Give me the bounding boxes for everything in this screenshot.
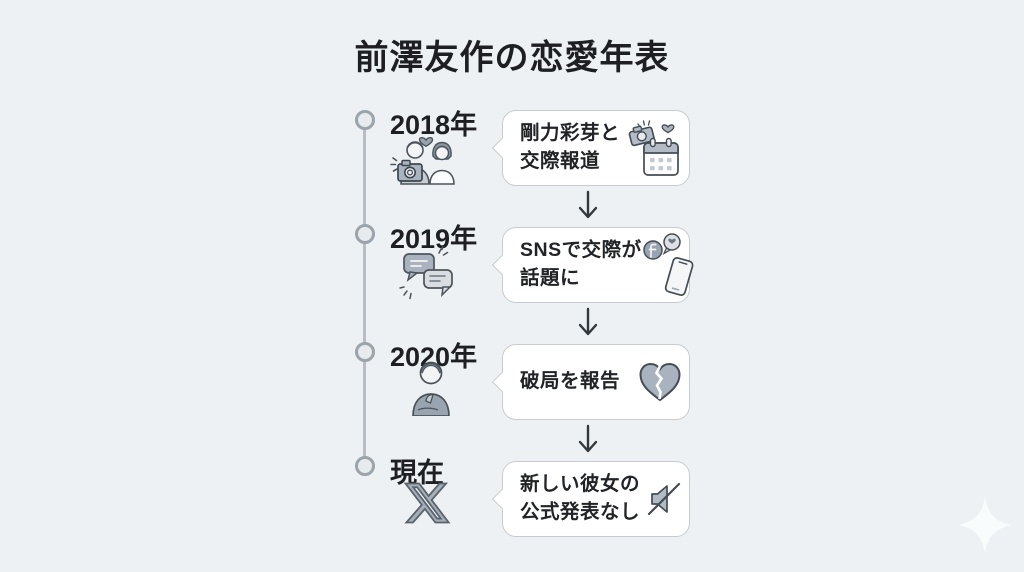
- event-bubble-2018: 剛力彩芽と 交際報道: [502, 110, 690, 186]
- chat-bubbles-icon: [398, 246, 458, 302]
- timeline-dot-2020: [355, 342, 375, 362]
- bubble-text-line: 公式発表なし: [520, 501, 641, 523]
- year-label-2019: 2019年: [390, 224, 478, 254]
- bubble-text-line: 交際報道: [520, 150, 601, 172]
- down-arrow-icon: [576, 307, 600, 339]
- sparkle-icon: [953, 493, 1017, 557]
- bubble-text-line: 剛力彩芽と: [520, 122, 621, 145]
- down-arrow-icon: [576, 424, 600, 456]
- camera-heart-calendar-icon: [625, 117, 683, 179]
- event-bubble-now: 新しい彼女の 公式発表なし: [502, 461, 690, 537]
- bubble-text-line: 破局を報告: [520, 370, 621, 393]
- page-title: 前澤友作の恋愛年表: [354, 39, 670, 77]
- timeline-dot-now: [355, 456, 375, 476]
- thinking-person-icon: [405, 358, 455, 417]
- bubble-text-line: 新しい彼女の: [520, 473, 641, 496]
- timeline-dot-2019: [355, 224, 375, 244]
- down-arrow-icon: [576, 190, 600, 222]
- event-bubble-2020: 破局を報告: [502, 344, 690, 420]
- event-bubble-2019: SNSで交際が 話題に: [502, 227, 694, 303]
- sns-heart-phone-icon: [642, 232, 696, 298]
- timeline-line: [363, 120, 366, 466]
- bubble-text-line: SNSで交際が: [520, 239, 642, 262]
- broken-heart-icon: [637, 360, 683, 404]
- bubble-text-line: 話題に: [520, 267, 581, 289]
- couple-with-camera-icon: [389, 124, 463, 186]
- timeline-dot-2018: [355, 110, 375, 130]
- muted-speaker-icon: [645, 480, 683, 518]
- year-label-2018: 2018年: [390, 110, 478, 140]
- x-logo-icon: [403, 479, 451, 527]
